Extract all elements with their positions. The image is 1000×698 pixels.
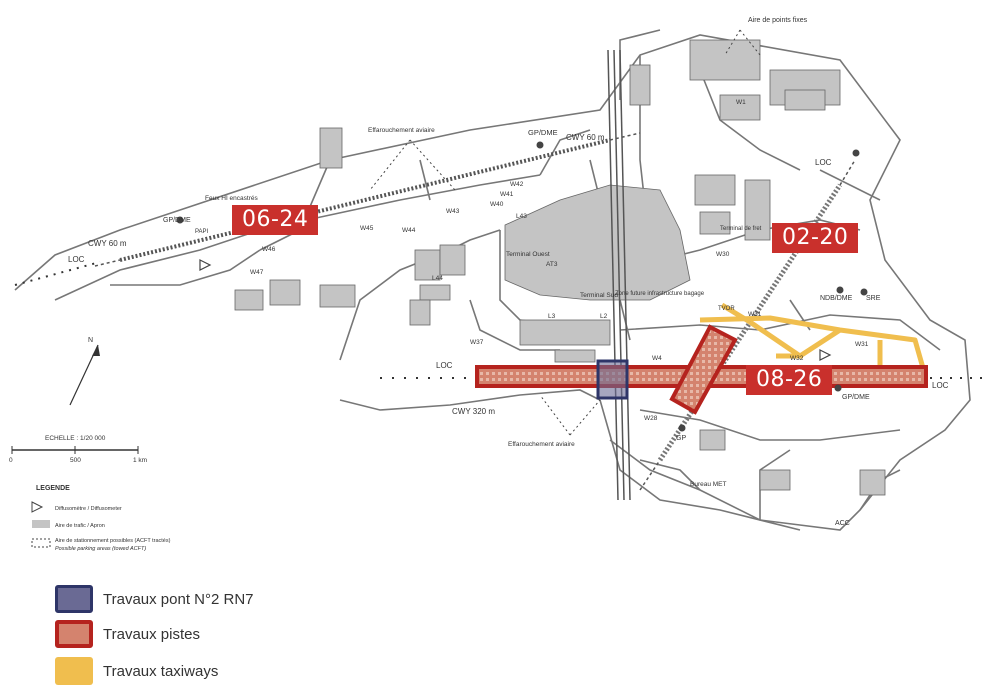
legende-title: LEGENDE <box>36 485 70 492</box>
label-acc: ACC <box>835 520 850 527</box>
label-w1: W1 <box>736 99 746 106</box>
legend-item-runway: Travaux pistes <box>55 620 200 648</box>
legend-item-taxiway: Travaux taxiways <box>55 657 218 685</box>
label-loc-east: LOC <box>932 381 949 390</box>
runway-02-20-works <box>669 324 738 415</box>
aprons <box>234 39 886 496</box>
label-terminal-ouest: Terminal Ouest <box>506 251 550 258</box>
label-loc-west: LOC <box>68 255 85 264</box>
label-w32: W32 <box>790 355 804 362</box>
approach-lights <box>14 261 990 379</box>
tag-runway-06-24: 06-24 <box>232 205 319 235</box>
label-cwy-60-top: CWY 60 m <box>566 133 605 142</box>
label-loc-south: LOC <box>436 361 453 370</box>
legend-swatch-taxiway <box>55 657 93 685</box>
label-gp-dme-north: GP/DME <box>528 128 558 137</box>
legende-item3b: Possible parking areas (towed ACFT) <box>55 546 146 552</box>
label-feux: Feux HI encastrés <box>205 195 258 202</box>
label-cwy-60-west: CWY 60 m <box>88 239 127 248</box>
label-terminal-fret: Terminal de fret <box>720 226 762 232</box>
legend-swatch-runway <box>55 620 93 648</box>
label-w45: W45 <box>360 225 374 232</box>
label-l2: L2 <box>600 313 608 320</box>
label-cwy-320: CWY 320 m <box>452 407 495 416</box>
scale-1km: 1 km <box>133 457 147 464</box>
label-effarouchement-1: Effarouchement aviaire <box>368 127 435 134</box>
north-label: N <box>88 337 93 344</box>
legend-label-bridge: Travaux pont N°2 RN7 <box>103 590 254 608</box>
scale-0: 0 <box>9 457 13 464</box>
label-l43: L43 <box>516 213 527 220</box>
taxiway-works <box>699 302 928 376</box>
label-gp-dme-west: GP/DME <box>163 217 191 224</box>
legend-item-bridge: Travaux pont N°2 RN7 <box>55 585 254 613</box>
scale-title: ECHELLE : 1/20 000 <box>45 435 106 442</box>
label-terminal-sud: Terminal Sud <box>580 292 618 299</box>
label-tvor: TVOR <box>718 306 735 312</box>
label-w37: W37 <box>470 339 484 346</box>
tag-runway-02-20: 02-20 <box>772 223 859 253</box>
rn7-road <box>607 49 631 501</box>
legend-label-taxiway: Travaux taxiways <box>103 662 219 680</box>
legende-item2: Aire de trafic / Apron <box>55 523 105 529</box>
legende-item3a: Aire de stationnement possibles (ACFT tr… <box>55 538 171 544</box>
label-w4: W4 <box>652 355 662 362</box>
label-l3: L3 <box>548 313 556 320</box>
label-papi-west: PAPI <box>195 229 209 235</box>
label-aire-points-fixes: Aire de points fixes <box>748 17 808 24</box>
label-w31b: W31 <box>855 341 869 348</box>
label-sre: SRE <box>866 295 881 302</box>
map-symbols <box>176 141 868 432</box>
bridge-works <box>596 359 629 400</box>
label-zone-future: Zone future infrastructure bagage <box>615 291 705 297</box>
label-w46: W46 <box>262 246 276 253</box>
label-w43: W43 <box>446 208 460 215</box>
label-w28: W28 <box>644 415 658 422</box>
label-effarouchement-2: Effarouchement aviaire <box>508 441 575 448</box>
label-w47: W47 <box>250 269 264 276</box>
scale-bar: ECHELLE : 1/20 000 0 500 1 km <box>9 435 147 464</box>
label-w31: W31 <box>748 311 762 318</box>
label-loc-ne: LOC <box>815 158 832 167</box>
tag-runway-08-26: 08-26 <box>746 365 833 395</box>
legend-label-runway: Travaux pistes <box>103 625 200 643</box>
north-arrow: N <box>69 337 100 406</box>
label-at3: AT3 <box>546 261 558 268</box>
label-w44: W44 <box>402 227 416 234</box>
label-w40: W40 <box>490 201 504 208</box>
legend-swatch-bridge <box>55 585 93 613</box>
label-gp-dme-se: GP/DME <box>842 394 870 401</box>
label-w42: W42 <box>510 181 524 188</box>
label-ndb-dme: NDB/DME <box>820 295 853 302</box>
effarouchement-lines <box>369 29 761 436</box>
legende-item1: Diffusomètre / Diffusometer <box>55 506 122 512</box>
runway-06-24 <box>94 132 641 267</box>
label-bureau-met: Bureau MET <box>690 481 727 488</box>
label-l44: L44 <box>432 275 443 282</box>
map-legende: LEGENDE Diffusomètre / Diffusometer Aire… <box>31 485 171 552</box>
label-w41: W41 <box>500 191 514 198</box>
label-w30: W30 <box>716 251 730 258</box>
label-gp-south: GP <box>676 435 686 442</box>
scale-500: 500 <box>70 457 81 464</box>
